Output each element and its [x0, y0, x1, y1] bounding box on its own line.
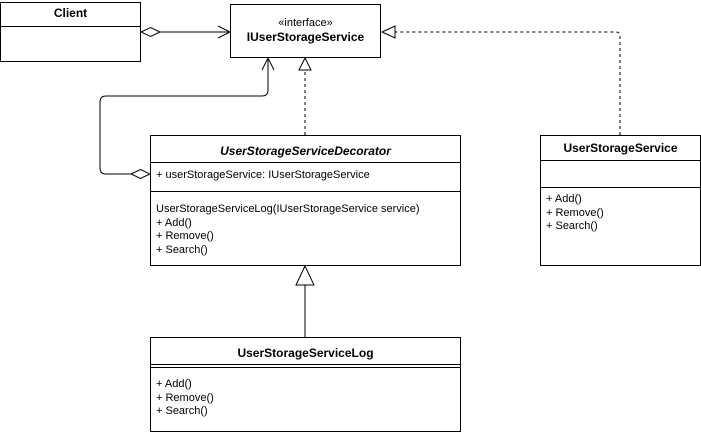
stereotype-label: «interface» [278, 17, 333, 29]
class-log[interactable]: UserStorageServiceLog + Add() + Remove()… [150, 337, 461, 432]
service-interface-realization[interactable] [380, 25, 621, 135]
aggregation-diamond [129, 168, 152, 180]
attribute-item: + userStorageService: IUserStorageServic… [156, 169, 370, 181]
operation-item: + Add() [156, 378, 192, 390]
operation-item: + Search() [156, 243, 208, 256]
operation-item: + Search() [156, 405, 208, 417]
class-service[interactable]: UserStorageService + Add() + Remove() + … [540, 135, 701, 266]
generalization-triangle [295, 264, 315, 286]
open-arrowhead [261, 56, 275, 71]
class-header: «interface» IUserStorageService [231, 16, 380, 44]
operation-list: + Add() + Remove() + Search() [546, 193, 604, 234]
operation-item: + Remove() [156, 391, 214, 404]
realization-triangle [380, 25, 396, 39]
realization-triangle [298, 56, 312, 71]
class-decorator[interactable]: UserStorageServiceDecorator + userStorag… [150, 135, 461, 266]
class-divider [1, 26, 140, 27]
class-name: UserStorageService [563, 141, 678, 155]
operation-list: + Add() + Remove() + Search() [156, 378, 214, 419]
class-client[interactable]: Client [0, 2, 141, 62]
operation-item: + Search() [546, 220, 598, 232]
operation-item: + Add() [546, 193, 582, 205]
aggregation-diamond [139, 26, 162, 38]
log-decorator-generalization[interactable] [295, 264, 315, 337]
operation-item: + Remove() [156, 230, 214, 242]
decorator-interface-realization[interactable] [298, 56, 312, 135]
operation-item: UserStorageServiceLog(IUserStorageServic… [156, 203, 420, 215]
class-divider [151, 191, 460, 192]
class-divider [151, 364, 460, 365]
operation-item: + Add() [156, 216, 192, 229]
class-divider [151, 162, 460, 163]
class-name: Client [53, 6, 88, 20]
client-interface-association[interactable] [139, 25, 232, 39]
class-name: IUserStorageService [246, 30, 365, 44]
class-name: UserStorageServiceLog [237, 346, 374, 360]
class-divider [541, 187, 700, 188]
operation-item: + Remove() [546, 206, 604, 219]
class-name: UserStorageServiceDecorator [220, 144, 391, 158]
operation-list: UserStorageServiceLog(IUserStorageServic… [156, 203, 420, 257]
class-divider [151, 367, 460, 368]
class-interface[interactable]: «interface» IUserStorageService [230, 4, 381, 58]
class-divider [541, 160, 700, 161]
attribute-list: + userStorageService: IUserStorageServic… [156, 169, 370, 183]
